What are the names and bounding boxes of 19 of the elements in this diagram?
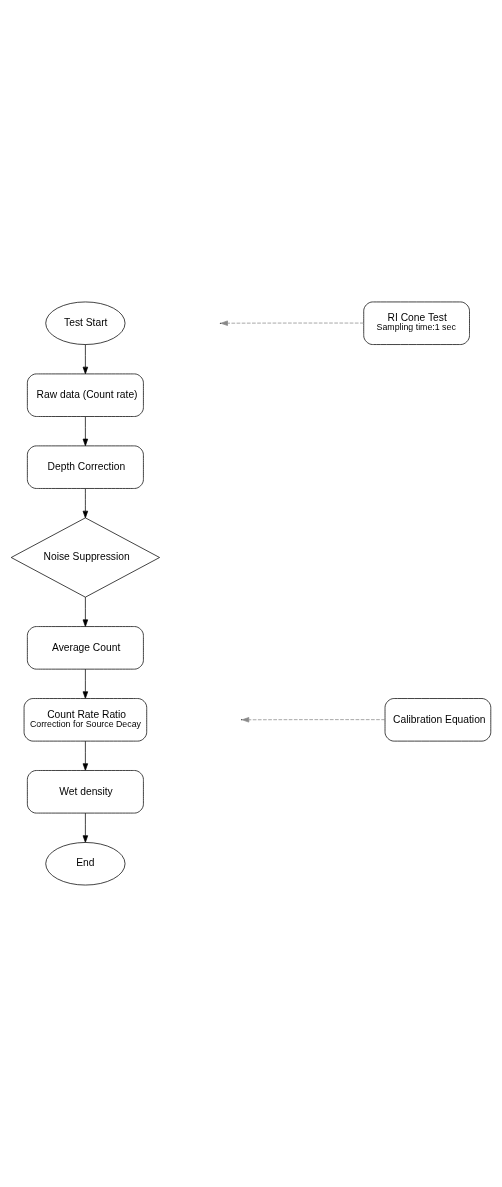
- node-diamond: Noise Suppression: [10, 517, 160, 598]
- node-ellipse: Test Start: [45, 301, 126, 345]
- arrow: [82, 740, 89, 771]
- node-ellipse: End: [45, 842, 126, 886]
- arrow: [82, 344, 89, 375]
- node-box: Raw data (Count rate): [27, 373, 144, 417]
- arrow: [82, 488, 89, 519]
- arrow: [82, 668, 89, 699]
- node-box: Depth Correction: [27, 445, 144, 489]
- node-box: Count Rate Ratio Correction for Source Decay: [23, 698, 148, 742]
- arrow: [82, 596, 89, 627]
- arrow: [220, 320, 365, 326]
- node-box: Wet density: [27, 770, 144, 814]
- node-box: Calibration Equation: [384, 698, 492, 742]
- arrow: [241, 717, 386, 723]
- node-box: RI Cone Test Sampling time:1 sec: [363, 301, 470, 345]
- arrow: [82, 416, 89, 447]
- node-box: Average Count: [27, 626, 144, 670]
- arrow: [82, 812, 89, 843]
